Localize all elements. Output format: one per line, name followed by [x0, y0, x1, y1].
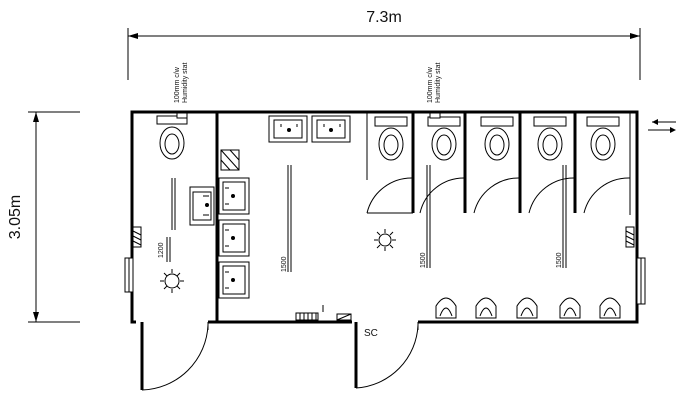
- urinal: [559, 297, 581, 319]
- wc-pan: [427, 116, 461, 161]
- wc-pan: [374, 116, 408, 161]
- rail-label-1500-c: 1500: [556, 252, 563, 268]
- heater-icon: [625, 226, 635, 248]
- rail-label-1200: 1200: [158, 242, 165, 258]
- sc-label: SC: [364, 328, 378, 339]
- wc-pan: [480, 116, 514, 161]
- vent-icon: [176, 112, 188, 119]
- width-dimension: 7.3m: [127, 9, 641, 80]
- accessible-wc-room: 1200 100mm c/w Humidity stat: [124, 62, 215, 293]
- vent-note-line1: 100mm c/w: [174, 66, 181, 103]
- wc-pan: [533, 116, 567, 161]
- airflow-arrows-icon: [648, 119, 676, 133]
- rail-label-1500-a: 1500: [281, 256, 288, 272]
- main-washroom: 1500: [218, 62, 646, 339]
- rail-label-1500-b: 1500: [420, 252, 427, 268]
- urinal: [599, 297, 621, 319]
- left-door: [136, 320, 209, 391]
- urinal: [475, 297, 497, 319]
- urinal: [516, 297, 538, 319]
- vent-note-line2: Humidity stat: [182, 62, 189, 103]
- width-label: 7.3m: [366, 9, 402, 26]
- light-icon: [374, 229, 396, 251]
- vent-icon: [429, 112, 441, 119]
- floor-heater-icon: [295, 312, 319, 321]
- height-label: 3.05m: [7, 195, 24, 239]
- height-dimension: 3.05m: [7, 111, 80, 323]
- light-icon: [160, 269, 184, 293]
- vent-note-line1-b: 100mm c/w: [427, 66, 434, 103]
- urinal: [435, 297, 457, 319]
- heater-icon: [132, 226, 142, 248]
- vent-note-line2-b: Humidity stat: [435, 62, 442, 103]
- main-door: [352, 320, 419, 389]
- wc-pan: [586, 116, 620, 161]
